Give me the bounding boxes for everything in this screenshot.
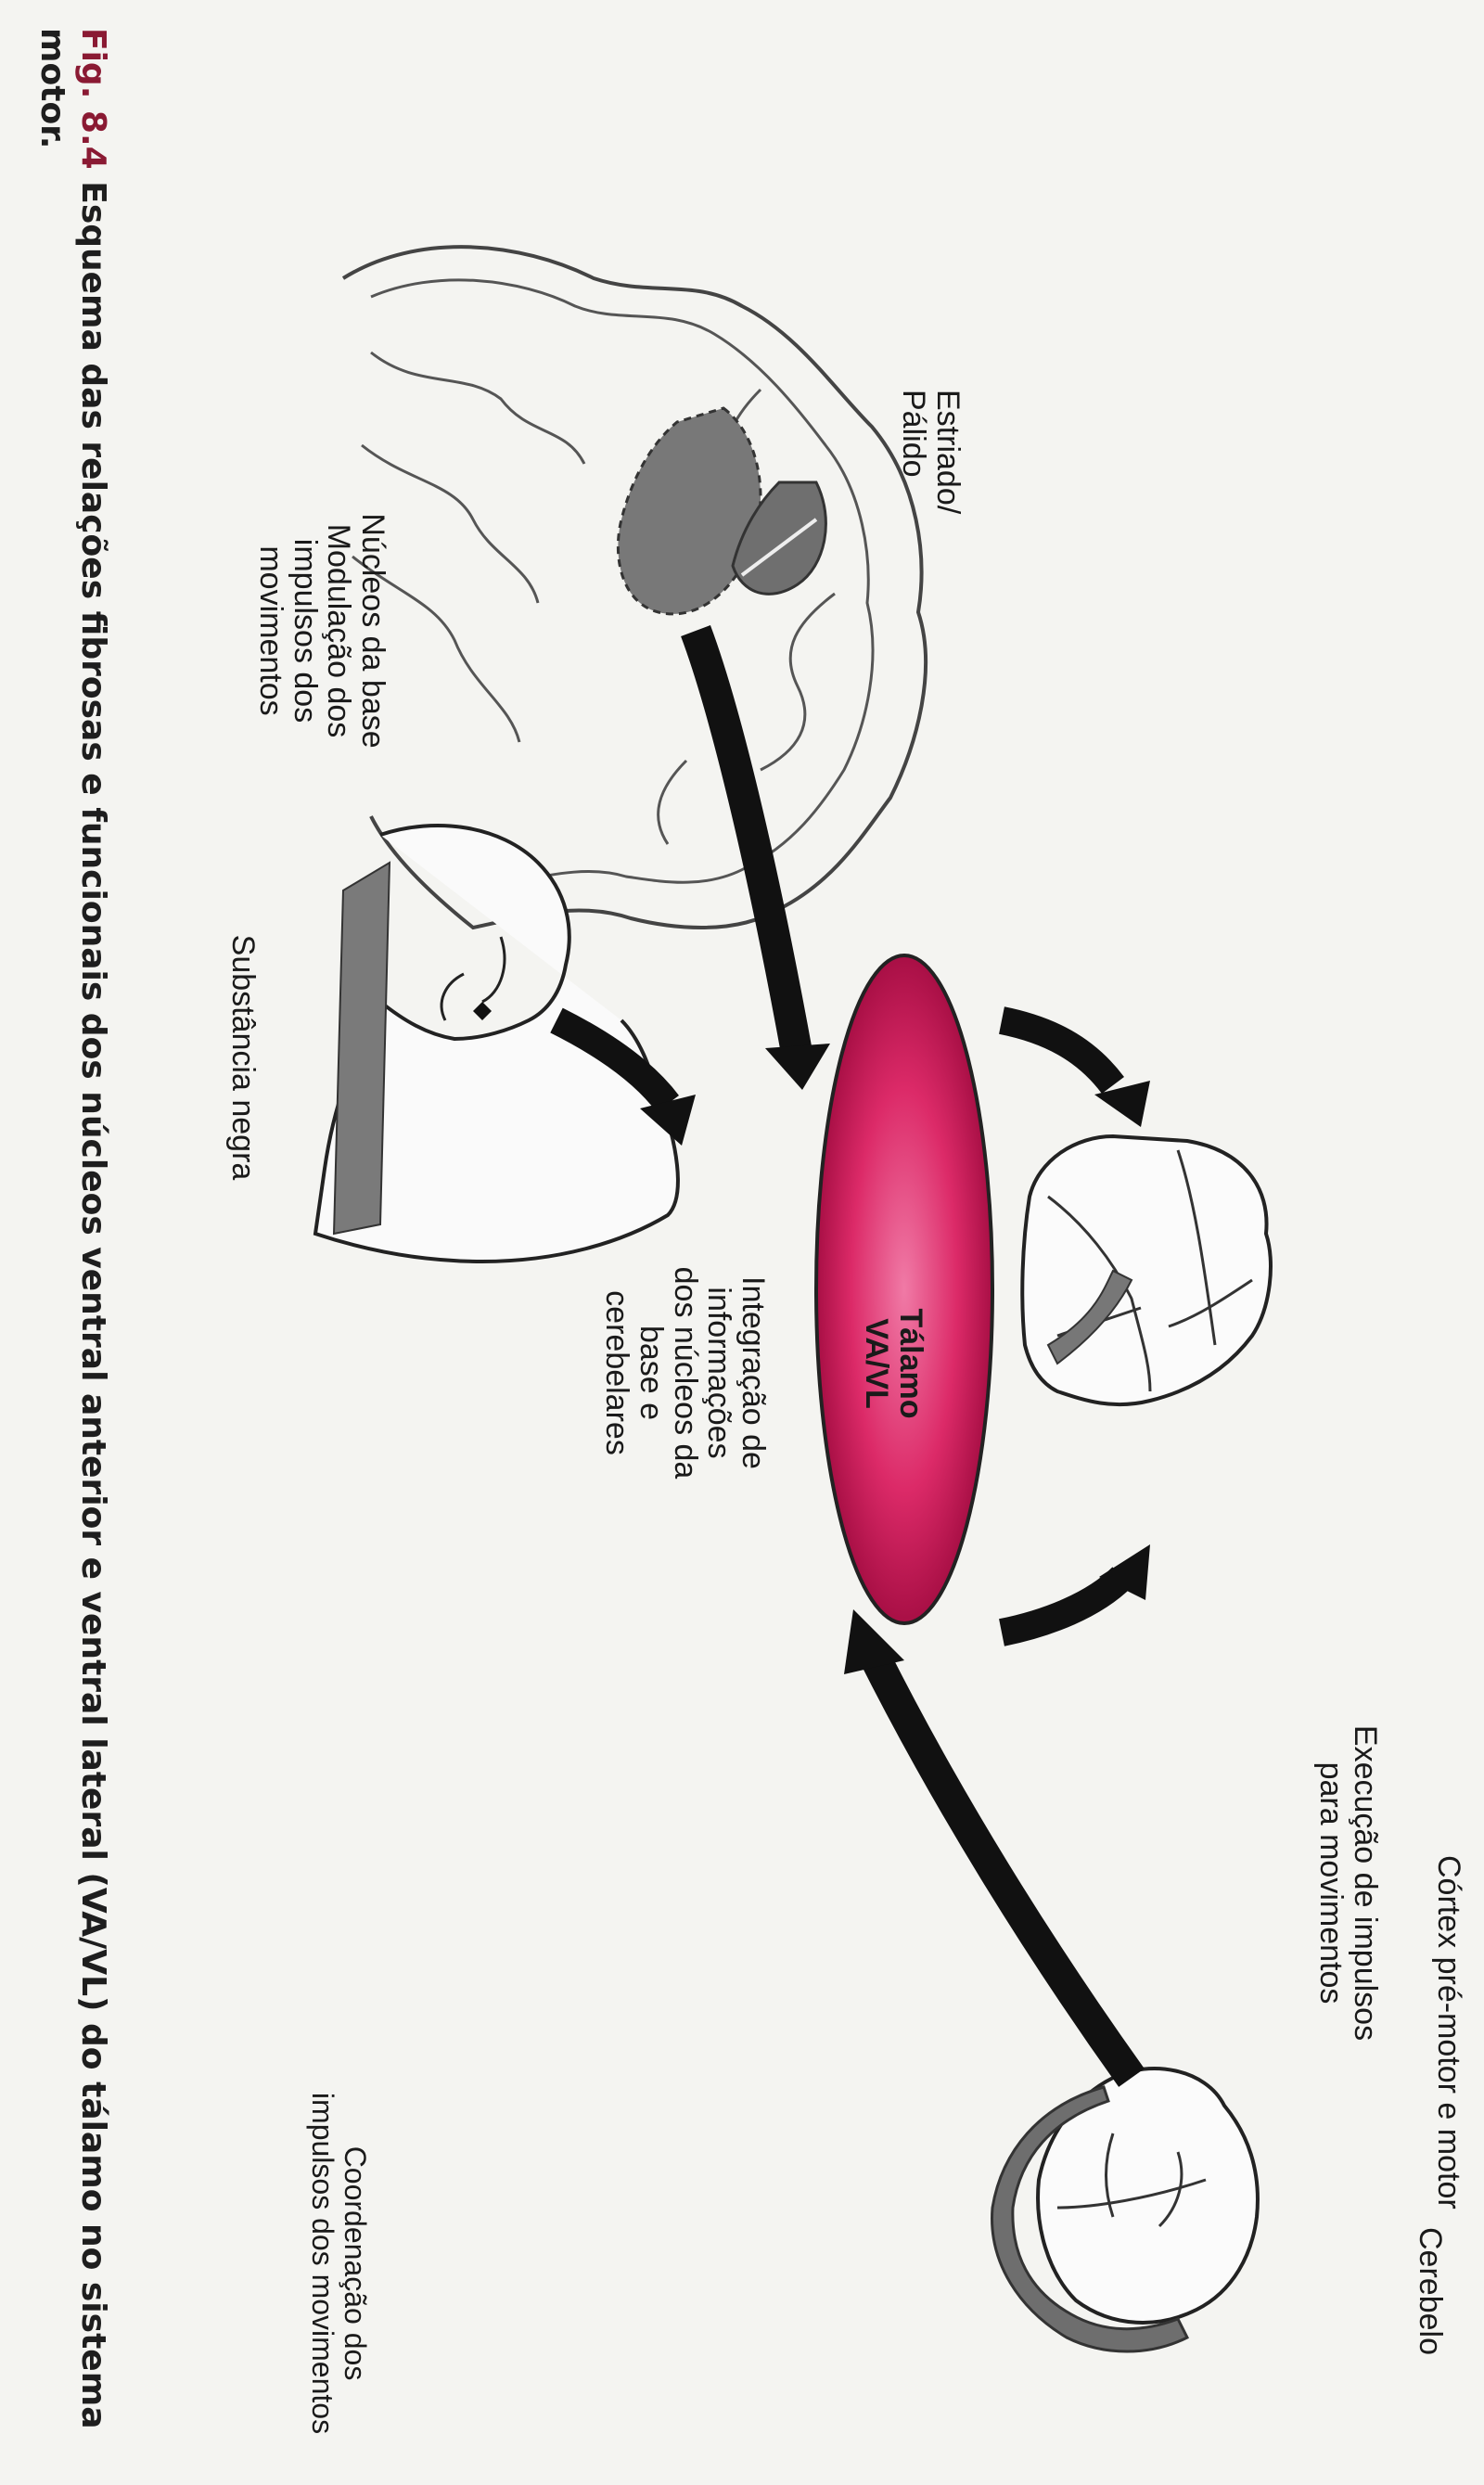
caption-figure-number: Fig. 8.4 — [74, 28, 112, 170]
thalamus-shape — [814, 954, 994, 1625]
thalamus-label: Tálamo VA/VL — [859, 1308, 928, 1419]
cortex-drawing — [1020, 1134, 1273, 1407]
striatum-label: Estriado/ Pálido — [896, 390, 966, 515]
midbrain-section — [313, 824, 680, 1264]
thalamus-description: Integração de informações dos núcleos da… — [599, 1266, 771, 1479]
basal-nuclei-label: Núcleos da base Modulação dos impulsos d… — [252, 513, 390, 749]
cortex-description: Execução de impulsos para movimentos — [1313, 1724, 1383, 2042]
cerebellum-title: Cerebelo — [1413, 2227, 1448, 2355]
arrow-cerebellum-to-thalamus — [844, 1609, 1145, 2087]
arrow-thalamus-to-cortex-1 — [998, 1006, 1150, 1127]
cerebellum-description: Coordenação dos impulsos dos movimentos — [306, 2092, 372, 2435]
figure-caption: Fig. 8.4 Esquema das relações fibrosas e… — [32, 28, 113, 2440]
caption-text: Esquema das relações fibrosas e funciona… — [33, 28, 112, 2429]
arrow-striatum-to-thalamus — [681, 625, 830, 1090]
arrow-thalamus-to-cortex-2 — [998, 1544, 1150, 1646]
brain-coronal-section — [341, 245, 928, 930]
cerebellum-drawing — [991, 2067, 1260, 2353]
substantia-nigra-label: Substância negra — [225, 934, 261, 1181]
arrow-nigra-to-thalamus — [550, 1007, 696, 1146]
